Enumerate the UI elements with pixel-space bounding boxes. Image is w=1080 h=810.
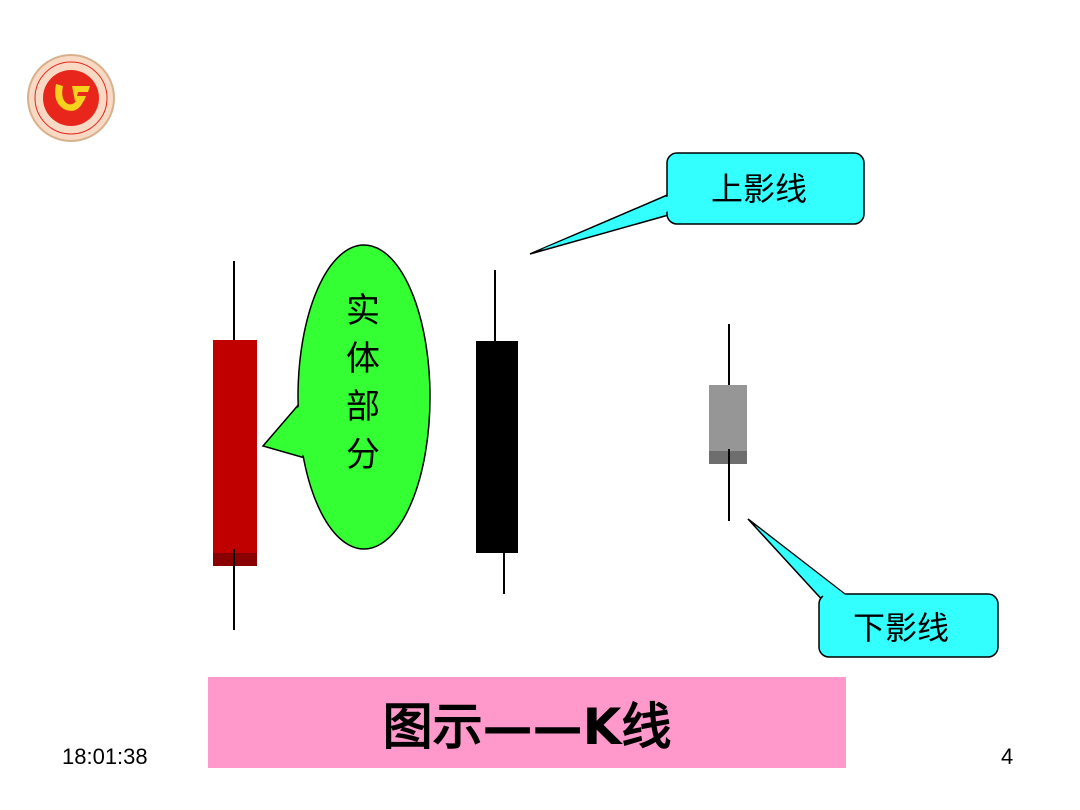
timestamp: 18:01:38 (62, 744, 148, 769)
lower-shadow-label: 下影线 (853, 609, 950, 647)
black-candle-body (476, 341, 518, 553)
slide-title-box: 图示——K线 (208, 677, 846, 768)
university-emblem-icon (27, 54, 115, 142)
slide-title: 图示——K线 (382, 697, 672, 756)
gray-candle-body (709, 385, 747, 451)
red-candle-body (213, 340, 257, 553)
upper-shadow-callout (529, 152, 865, 255)
lower-shadow-callout (747, 518, 999, 658)
black-candlestick (476, 270, 518, 594)
body-callout-bubble (261, 244, 431, 550)
page-number: 4 (1001, 744, 1014, 769)
gray-candlestick (709, 324, 747, 521)
body-part-label: 实体部分 (346, 291, 380, 475)
upper-shadow-label: 上影线 (711, 170, 808, 208)
red-candlestick (213, 261, 257, 630)
